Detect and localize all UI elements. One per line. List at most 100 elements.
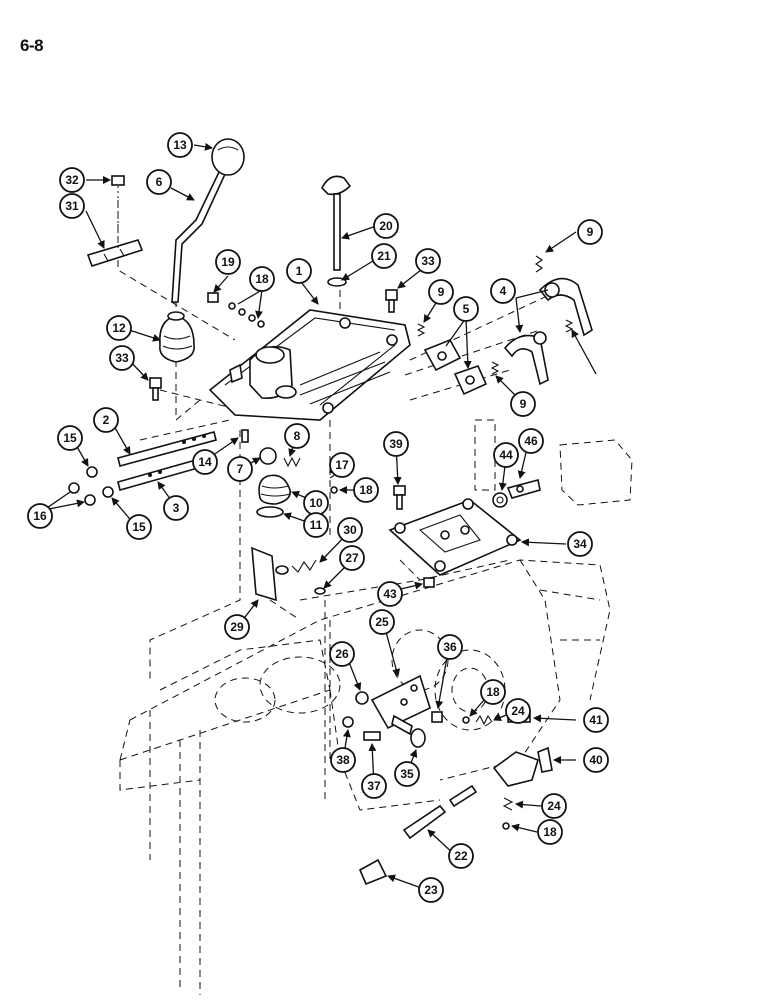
svg-text:11: 11 — [310, 518, 323, 532]
callout-33-upper: 33 — [415, 248, 441, 274]
cover-25 — [370, 674, 431, 736]
svg-text:15: 15 — [63, 431, 77, 445]
hose-22 — [402, 784, 478, 840]
shift-cover-housing — [208, 309, 411, 421]
svg-text:35: 35 — [400, 767, 414, 781]
callout-18-upper: 18 — [249, 266, 275, 292]
callout-32: 32 — [59, 167, 85, 193]
callout-8: 8 — [284, 423, 310, 449]
shift-fork-upper — [538, 277, 593, 337]
svg-text:7: 7 — [237, 462, 244, 476]
ball-spring-right — [462, 714, 493, 726]
callout-3: 3 — [163, 495, 189, 521]
svg-text:18: 18 — [255, 272, 269, 286]
dipstick — [321, 175, 352, 287]
callout-7: 7 — [227, 456, 253, 482]
bolt-39 — [393, 485, 406, 510]
svg-text:9: 9 — [587, 225, 594, 239]
o-ring-11 — [256, 506, 284, 518]
callout-39: 39 — [383, 431, 409, 457]
svg-text:9: 9 — [438, 285, 445, 299]
callout-35: 35 — [394, 761, 420, 787]
bellows-seal-10 — [258, 474, 292, 505]
spring-24-lower — [502, 797, 514, 811]
callout-38: 38 — [330, 747, 356, 773]
o-ring-26 — [355, 691, 369, 705]
svg-text:32: 32 — [65, 173, 79, 187]
svg-text:18: 18 — [359, 483, 373, 497]
callout-10: 10 — [303, 490, 329, 516]
svg-text:36: 36 — [443, 640, 457, 654]
svg-text:43: 43 — [383, 587, 397, 601]
ball-7 — [259, 447, 277, 465]
svg-text:4: 4 — [500, 284, 507, 298]
callout-18-mid: 18 — [353, 477, 379, 503]
callout-18-right: 18 — [480, 679, 506, 705]
svg-text:10: 10 — [309, 496, 323, 510]
svg-text:1: 1 — [296, 264, 303, 278]
svg-text:19: 19 — [221, 255, 235, 269]
callout-37: 37 — [361, 773, 387, 799]
callout-23: 23 — [418, 877, 444, 903]
callout-30: 30 — [337, 517, 363, 543]
svg-text:5: 5 — [463, 302, 470, 316]
svg-text:15: 15 — [132, 520, 146, 534]
spring-8 — [283, 456, 301, 468]
svg-text:18: 18 — [486, 685, 500, 699]
rings-15-16 — [68, 466, 114, 506]
callout-29: 29 — [224, 614, 250, 640]
ball-18-lower — [502, 822, 510, 830]
svg-text:30: 30 — [343, 523, 357, 537]
fork-block-5a — [423, 338, 462, 372]
callout-11: 11 — [303, 512, 329, 538]
callout-4: 4 — [490, 278, 516, 304]
spring-30 — [291, 559, 317, 573]
svg-text:22: 22 — [454, 849, 468, 863]
callout-12: 12 — [106, 315, 132, 341]
svg-text:24: 24 — [547, 799, 561, 813]
callout-36: 36 — [437, 634, 463, 660]
callout-33-left: 33 — [109, 345, 135, 371]
bolt-19 — [207, 292, 219, 303]
retainer-plate — [86, 239, 144, 267]
clip-27 — [314, 587, 326, 595]
svg-text:44: 44 — [499, 448, 513, 462]
leader-lines — [43, 142, 597, 891]
svg-text:26: 26 — [335, 647, 349, 661]
svg-text:41: 41 — [589, 713, 603, 727]
callout-26: 26 — [329, 641, 355, 667]
plug-43 — [423, 577, 435, 588]
washer-38 — [342, 716, 354, 728]
svg-text:31: 31 — [65, 199, 79, 213]
svg-text:13: 13 — [173, 138, 187, 152]
callout-40: 40 — [583, 747, 609, 773]
roll-pins-9 — [416, 255, 574, 375]
bolt-36 — [431, 711, 443, 723]
svg-text:27: 27 — [345, 551, 359, 565]
callout-19: 19 — [215, 249, 241, 275]
callout-9-lower: 9 — [510, 391, 536, 417]
pto-unit-outline — [474, 419, 633, 506]
svg-text:33: 33 — [115, 351, 129, 365]
callout-15-lower: 15 — [126, 514, 152, 540]
callout-46: 46 — [518, 428, 544, 454]
svg-text:39: 39 — [389, 437, 403, 451]
callout-18-lower: 18 — [537, 819, 563, 845]
svg-text:23: 23 — [424, 883, 438, 897]
side-cover-plate — [388, 498, 522, 576]
svg-text:16: 16 — [33, 509, 47, 523]
svg-text:25: 25 — [375, 615, 389, 629]
svg-text:37: 37 — [367, 779, 381, 793]
callout-21: 21 — [371, 243, 397, 269]
lever-46 — [506, 479, 541, 499]
callout-2: 2 — [93, 407, 119, 433]
svg-text:8: 8 — [294, 429, 301, 443]
callout-9-top: 9 — [577, 219, 603, 245]
page-number: 6-8 — [20, 36, 44, 55]
fork-block-5b — [453, 365, 488, 396]
callout-17: 17 — [329, 452, 355, 478]
callout-9-mid: 9 — [428, 279, 454, 305]
callout-43: 43 — [377, 581, 403, 607]
svg-text:2: 2 — [103, 413, 110, 427]
shift-boot — [159, 311, 195, 363]
